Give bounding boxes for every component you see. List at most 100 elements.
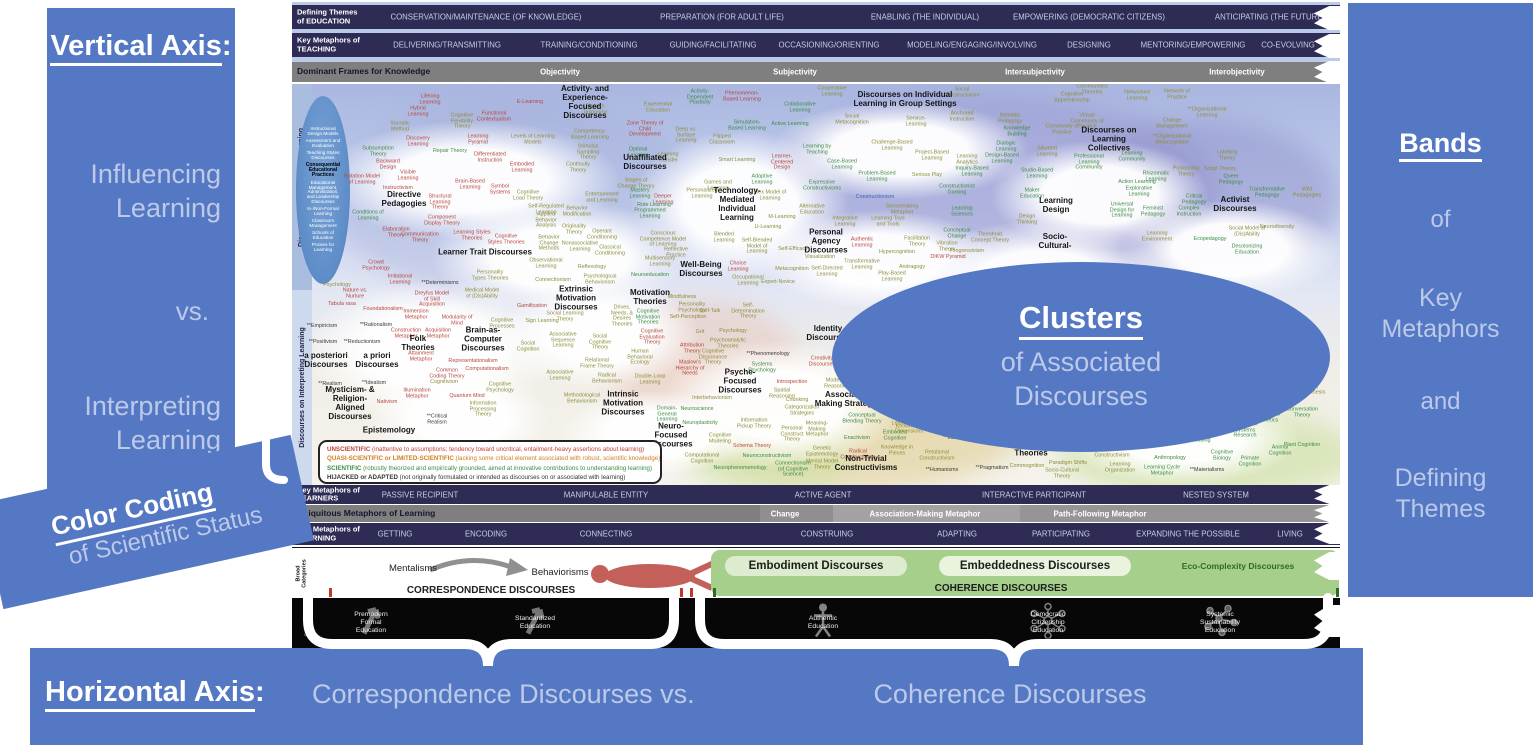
map-label: Commognition — [1009, 463, 1045, 470]
map-label: Dialogic Learning — [995, 140, 1017, 152]
map-label: Facilitation Theory — [904, 235, 930, 247]
map-label: Behavior Modification — [562, 205, 592, 217]
map-label: Personal Construct Theory — [780, 425, 804, 443]
map-label: Behavior Change Methods — [538, 234, 560, 252]
oval-item: Proxies for Learning — [311, 241, 335, 252]
broad-categories-label: Broad Categories — [295, 558, 308, 588]
map-label: Learning Styles Theories — [453, 229, 491, 241]
map-label: Andragogy — [898, 264, 926, 271]
map-label: Representationalism — [448, 358, 498, 365]
cluster-label: Activity- and Experience- Focused Discou… — [560, 84, 610, 120]
coherence-label: Coherence Discourses — [873, 679, 1147, 709]
map-label: **Critical Realism — [426, 413, 448, 425]
map-label: Construction Metaphor — [390, 327, 422, 339]
bands-title-wrap: Bands — [1348, 128, 1533, 162]
map-label: Wild Pedagogies — [1292, 186, 1322, 198]
map-label: Imitational Learning — [387, 273, 413, 285]
map-label: Learning Sciences — [951, 205, 973, 217]
band-chevron-icon — [1314, 485, 1348, 504]
map-label: Attainment Metaphor — [408, 350, 434, 362]
map-label: Labeling Theory — [1216, 149, 1238, 161]
map-label: Sign Learning — [525, 318, 559, 325]
oval-item: Classroom Management — [309, 218, 337, 229]
cluster-label: Non-Trivial Constructivisms — [834, 454, 898, 472]
band-item: PREPARATION (FOR ADULT LIFE) — [660, 12, 784, 22]
map-label: Psychoanalytic Theories — [710, 337, 746, 349]
map-label: Feminist Pedagogy — [1140, 205, 1166, 217]
map-label: Radical Behaviorism — [592, 372, 622, 384]
map-label: Interbehaviorism — [692, 395, 732, 402]
map-label: Knowledge in Pieces — [880, 444, 914, 456]
band-item: ANTICIPATING (THE FUTURE) — [1214, 12, 1326, 22]
band-item: TRAINING/CONDITIONING — [540, 40, 638, 50]
mentalisms-label: Mentalisms — [388, 563, 438, 574]
band-item: GUIDING/FACILITATING — [669, 40, 757, 50]
map-label: Design-Based Learning — [985, 152, 1019, 164]
map-label: Social Constructivism — [944, 86, 980, 98]
map-label: Nature vs. Nurture — [342, 287, 368, 299]
band-item: DESIGNING — [1067, 40, 1111, 50]
legend-line: QUASI-SCIENTIFIC or LIMITED-SCIENTIFIC (… — [327, 455, 661, 463]
map-label: **Empiricism — [306, 323, 338, 330]
map-label: Ecopedagogy — [1193, 236, 1227, 243]
map-label: Community of Practice — [1045, 123, 1079, 135]
map-label: Social Learning Theory — [546, 310, 584, 322]
vertical-axis-title-wrap: Vertical Axis: — [47, 30, 235, 66]
map-label: Choice Learning — [727, 260, 749, 272]
map-label: Neuroplasticity — [682, 420, 718, 427]
paradigm-item: Standardized Education — [514, 614, 556, 630]
map-label: Design Thinking — [1016, 213, 1038, 225]
cluster-label: Intrinsic Motivation Discourses — [601, 389, 645, 417]
map-label: Connectionism — [535, 277, 571, 284]
divider — [292, 2, 1340, 5]
band-segment — [833, 505, 1020, 522]
band-item: MENTORING/EMPOWERING — [1140, 40, 1246, 50]
broad-categories-label-cell: Broad Categories — [292, 548, 312, 598]
map-label: Cognitive Evaluation Theory — [639, 328, 665, 346]
map-label: **Reductionism — [343, 339, 381, 346]
map-label: Continuity Theory — [566, 161, 590, 173]
mentalisms-arrow-icon — [429, 558, 515, 573]
horizontal-axis-title: Horizontal Axis — [45, 676, 256, 712]
oval-item: Assessment and Evaluation — [305, 138, 341, 149]
map-label: Service- Learning — [905, 115, 927, 127]
vertical-axis-panel: Vertical Axis: Influencing Learning vs. … — [47, 8, 235, 497]
map-label: Drives, Needs, & Desires Theories — [610, 304, 634, 328]
map-label: Categorization Strategies — [784, 404, 820, 416]
map-label: Component Display Theory — [424, 214, 460, 226]
map-label: Simulation- Based Learning — [728, 119, 766, 131]
band-segment — [1020, 505, 1340, 522]
map-label: **Pragmatism — [975, 465, 1009, 472]
map-label: Computational Cognition — [684, 452, 720, 464]
coherence-block: Embodiment Discourses Embeddedness Disco… — [711, 550, 1339, 596]
map-label: Socio-Cultural Theory — [1045, 467, 1079, 479]
cluster-label: Learning Design — [1039, 196, 1073, 214]
map-label: Authentic Learning — [850, 236, 874, 248]
influencing-brace — [247, 84, 288, 300]
map-label: Nativism — [376, 399, 398, 406]
cluster-label: Technology- Mediated Individual Learning — [713, 186, 761, 222]
band-item: OCCASIONING/ORIENTING — [778, 40, 880, 50]
band-item: Association-Making Metaphor — [869, 509, 981, 518]
map-label: **Humanisms — [925, 467, 959, 474]
map-label: Serious Play — [911, 172, 943, 179]
cluster-label: Psyche- Focused Discourses — [718, 367, 762, 395]
map-label: Observational Learning — [529, 257, 563, 269]
map-label: **Positivism — [308, 339, 338, 346]
map-label: Learner- Centered Design — [770, 153, 794, 171]
tick — [1336, 588, 1339, 597]
map-label: Backward Design — [376, 158, 400, 170]
cluster-label: Brain-as- Computer Discourses — [461, 325, 505, 353]
cluster-label: Socio- Cultural- — [1038, 232, 1072, 250]
map-label: Information Processing Theory — [469, 400, 497, 418]
map-label: Embodied Learning — [509, 161, 535, 173]
map-label: Threshold Concept Theory — [970, 231, 1010, 243]
band-chevron-icon — [1314, 505, 1348, 522]
map-label: Conceptual Change — [943, 227, 971, 239]
scientific-status-legend: UNSCIENTIFIC (inattentive to assumptions… — [318, 440, 662, 484]
map-label: Queer Pedagogy — [1218, 173, 1244, 185]
map-label: Cognitive Psychology — [486, 381, 514, 393]
